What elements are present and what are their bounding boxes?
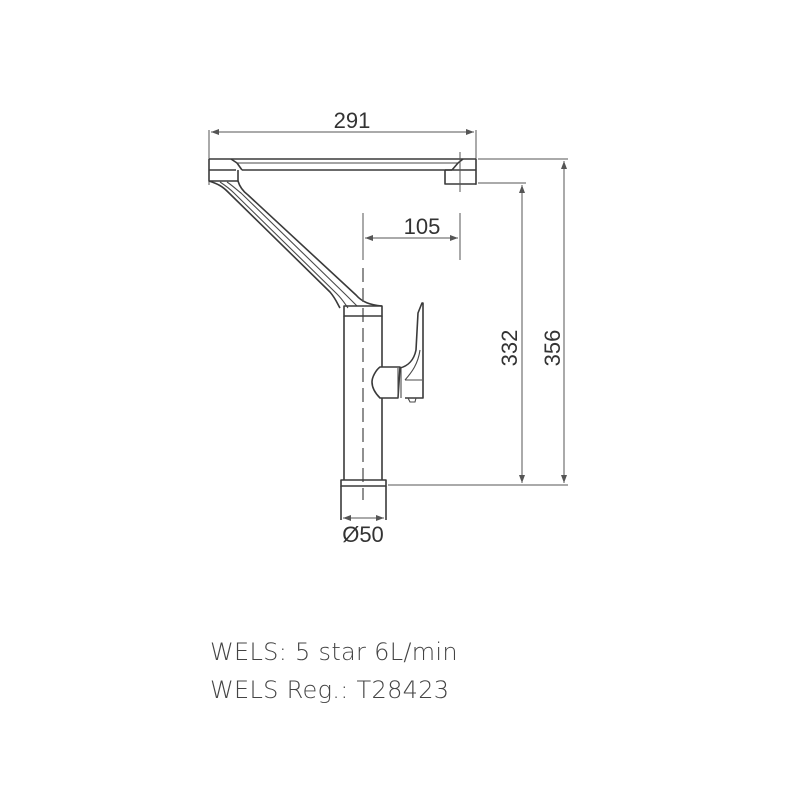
spout-arm [208, 152, 477, 309]
wels-rating-text: WELS: 5 star 6L/min [210, 638, 458, 666]
spout-height-label: 332 [497, 330, 522, 367]
offset-dimension: 105 [362, 213, 461, 260]
overall-height-label: 356 [540, 330, 565, 367]
faucet-handle [371, 302, 424, 403]
height-dimensions: 332 356 [388, 158, 568, 486]
width-dimension: 291 [208, 108, 477, 185]
offset-label: 105 [404, 214, 441, 239]
diameter-label: Ø50 [342, 522, 384, 547]
wels-registration-text: WELS Reg.: T28423 [210, 676, 450, 704]
diameter-dimension: Ø50 [342, 515, 384, 547]
faucet-body [340, 305, 387, 520]
width-label: 291 [334, 108, 371, 133]
